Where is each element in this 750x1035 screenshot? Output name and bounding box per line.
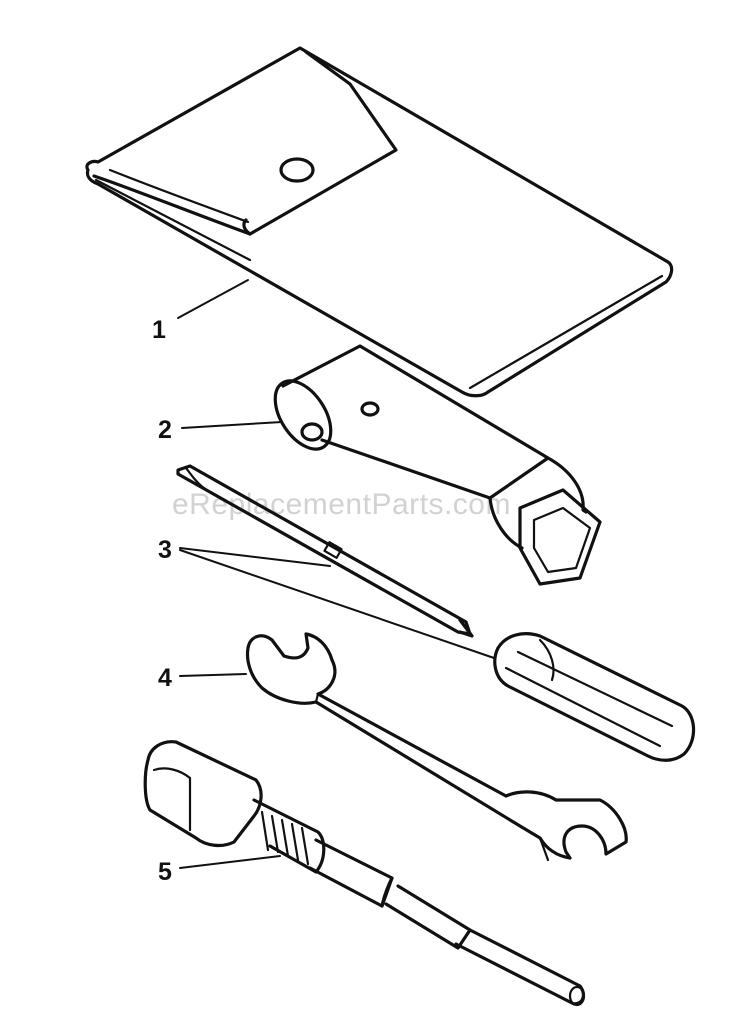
leader-3a [179, 547, 331, 567]
callout-3: 3 [158, 536, 172, 564]
tube-wrench-drawing [273, 344, 602, 586]
callout-5: 5 [158, 858, 172, 886]
watermark: eReplacementParts.com [172, 488, 511, 521]
leader-3b [179, 549, 495, 659]
leader-1 [177, 279, 249, 319]
leader-5 [179, 855, 281, 869]
screwdriver-drawing [176, 464, 696, 762]
pouch-drawing [85, 46, 674, 398]
callout-4: 4 [158, 664, 172, 692]
callout-2: 2 [158, 416, 172, 444]
open-end-wrench-drawing [245, 632, 628, 862]
socket-extension-drawing [143, 740, 586, 1007]
leader-2 [181, 421, 283, 429]
leader-4 [179, 673, 247, 677]
callout-1: 1 [152, 316, 166, 344]
